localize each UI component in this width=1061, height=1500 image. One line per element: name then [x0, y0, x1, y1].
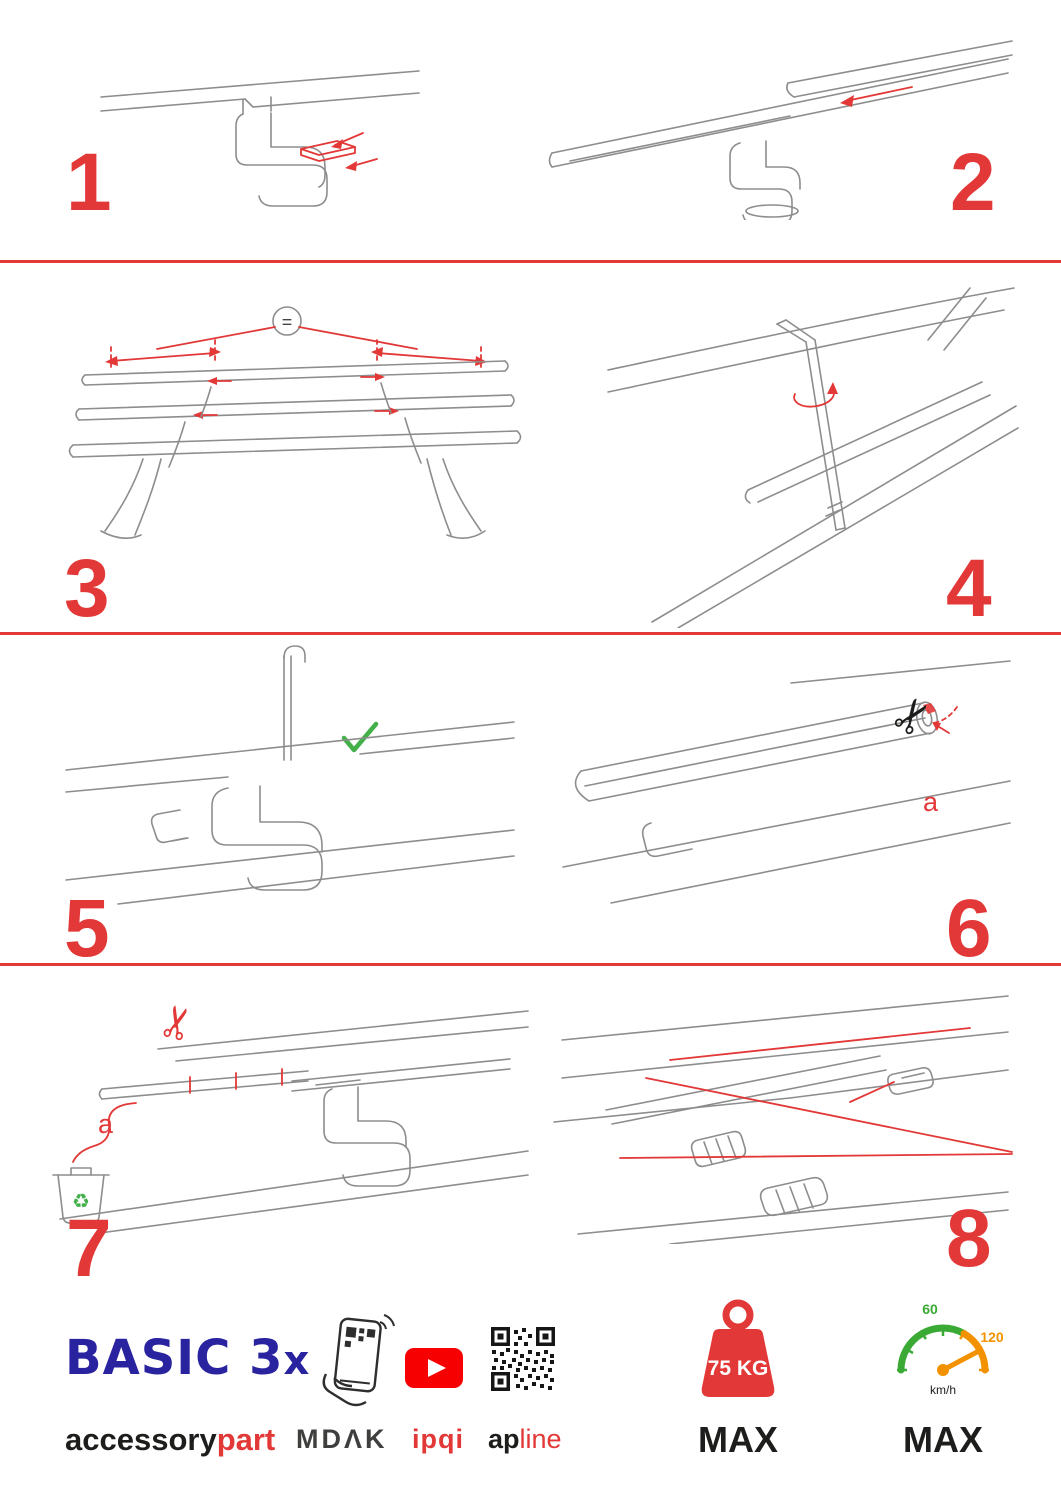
alignment-line-b [619, 1153, 1013, 1159]
alignment-line-a [645, 1077, 1013, 1153]
step-1-number: 1 [66, 137, 112, 228]
alignment-line-top [669, 1027, 971, 1061]
apline-line: line [519, 1424, 562, 1454]
step-7-number: 7 [66, 1203, 112, 1294]
step-4-number: 4 [946, 543, 992, 634]
scan-phone-icon [322, 1314, 395, 1407]
dimension-arrow-left [110, 352, 216, 362]
recycle-icon: ♻ [72, 1191, 90, 1213]
section-divider-3 [0, 963, 1061, 966]
slide-arrow [845, 86, 913, 102]
max-weight-icon: 75 KG [701, 1299, 775, 1397]
partner-mdak: MDΛK [296, 1424, 388, 1454]
discard-line [72, 1102, 137, 1163]
step-2-illustration [548, 40, 1013, 220]
step-8-number: 8 [946, 1193, 992, 1284]
rubber-pad [300, 140, 356, 156]
step-6-illustration [562, 660, 1011, 904]
hex-key [805, 341, 837, 531]
step-3-number: 3 [64, 543, 110, 634]
cut-line [932, 706, 958, 724]
step-1-illustration [100, 70, 420, 207]
weight-value: 75 KG [708, 1357, 769, 1380]
equal-circle [272, 306, 302, 336]
speed-max-label: MAX [903, 1419, 983, 1460]
equal-distance-label: = [282, 312, 293, 332]
step-2-number: 2 [950, 137, 996, 228]
step-7-illustration: ♻ [52, 1010, 529, 1234]
check-icon [341, 721, 379, 753]
product-name: BASIC 3x [65, 1334, 310, 1382]
product-qty: x [283, 1338, 311, 1384]
needle [940, 1349, 980, 1373]
cut-label-a: a [923, 787, 939, 817]
step-6-block: ✂ a [555, 655, 1020, 915]
speedometer-icon: 60 120 km/h [897, 1301, 1004, 1397]
speed-60: 60 [922, 1301, 938, 1317]
dimension-arrow-right [376, 352, 482, 362]
brand-part: part [216, 1422, 276, 1457]
partner-ipqi: ipqi [412, 1424, 464, 1454]
speed-120: 120 [980, 1329, 1004, 1345]
step-7-block: ♻ ✂ a [40, 985, 530, 1237]
youtube-icon [405, 1348, 463, 1388]
weight-max-label: MAX [698, 1419, 778, 1460]
trash-bin-icon [57, 1174, 105, 1224]
cut-label-a: a [98, 1109, 114, 1139]
product-name-main: BASIC 3 [65, 1330, 284, 1386]
step-6-number: 6 [946, 883, 992, 974]
step-5-number: 5 [64, 883, 110, 974]
section-divider-2 [0, 632, 1061, 635]
step-3-illustration: = [68, 306, 522, 539]
step-8-illustration [553, 995, 1013, 1244]
apline-ap: ap [488, 1424, 520, 1454]
partner-apline: apline [488, 1426, 562, 1453]
step-4-illustration [607, 287, 1019, 628]
step-5-illustration [65, 645, 515, 905]
brand-accessory: accessory [65, 1422, 217, 1457]
speed-unit: km/h [930, 1383, 956, 1397]
qr-code-icon [491, 1327, 555, 1391]
brand-accessorypart: accessorypart [65, 1424, 275, 1455]
section-divider-1 [0, 260, 1061, 263]
